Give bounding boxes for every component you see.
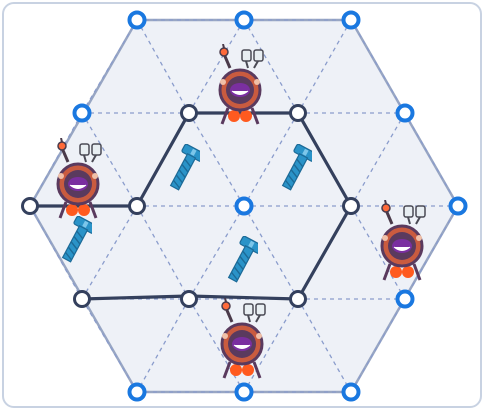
grid-line — [81, 298, 138, 393]
grid-line — [29, 112, 83, 207]
grid-node[interactable] — [234, 10, 254, 30]
grid-line — [136, 19, 190, 114]
path-node[interactable] — [180, 290, 198, 308]
grid-line — [243, 205, 299, 300]
grid-line — [404, 112, 459, 207]
grid-line — [136, 298, 190, 393]
grid-line — [243, 298, 299, 393]
grid-node[interactable] — [234, 196, 254, 216]
grid-line — [81, 112, 138, 207]
grid-line — [188, 205, 245, 300]
path-node[interactable] — [289, 290, 307, 308]
path-lines — [28, 111, 353, 301]
grid-nodes — [21, 10, 468, 402]
path-node[interactable] — [180, 104, 198, 122]
grid-node[interactable] — [234, 382, 254, 402]
grid-line — [297, 298, 352, 393]
path-node[interactable] — [21, 197, 39, 215]
grid-line — [188, 19, 245, 114]
grid-lines — [29, 19, 459, 393]
grid-node[interactable] — [72, 103, 92, 123]
grid-line — [243, 112, 299, 207]
grid-line — [297, 19, 352, 114]
path-node[interactable] — [289, 104, 307, 122]
grid-node[interactable] — [341, 382, 361, 402]
grid-line — [243, 19, 299, 114]
grid-line — [350, 19, 406, 114]
grid-node[interactable] — [395, 289, 415, 309]
grid-line — [136, 205, 190, 300]
path-node[interactable] — [128, 197, 146, 215]
grid-line — [404, 205, 459, 300]
grid-line — [188, 112, 245, 207]
grid-line — [350, 298, 406, 393]
path-node[interactable] — [73, 290, 91, 308]
drawn-path — [28, 111, 353, 301]
grid-node[interactable] — [341, 10, 361, 30]
grid-line — [188, 298, 245, 393]
grid-node[interactable] — [127, 382, 147, 402]
path-node[interactable] — [342, 197, 360, 215]
grid-line — [350, 205, 406, 300]
grid-line — [81, 205, 138, 300]
grid-line — [350, 112, 406, 207]
grid-line — [29, 205, 83, 300]
grid-node[interactable] — [448, 196, 468, 216]
grid-node[interactable] — [127, 10, 147, 30]
grid-node[interactable] — [395, 103, 415, 123]
grid-line — [81, 19, 138, 114]
